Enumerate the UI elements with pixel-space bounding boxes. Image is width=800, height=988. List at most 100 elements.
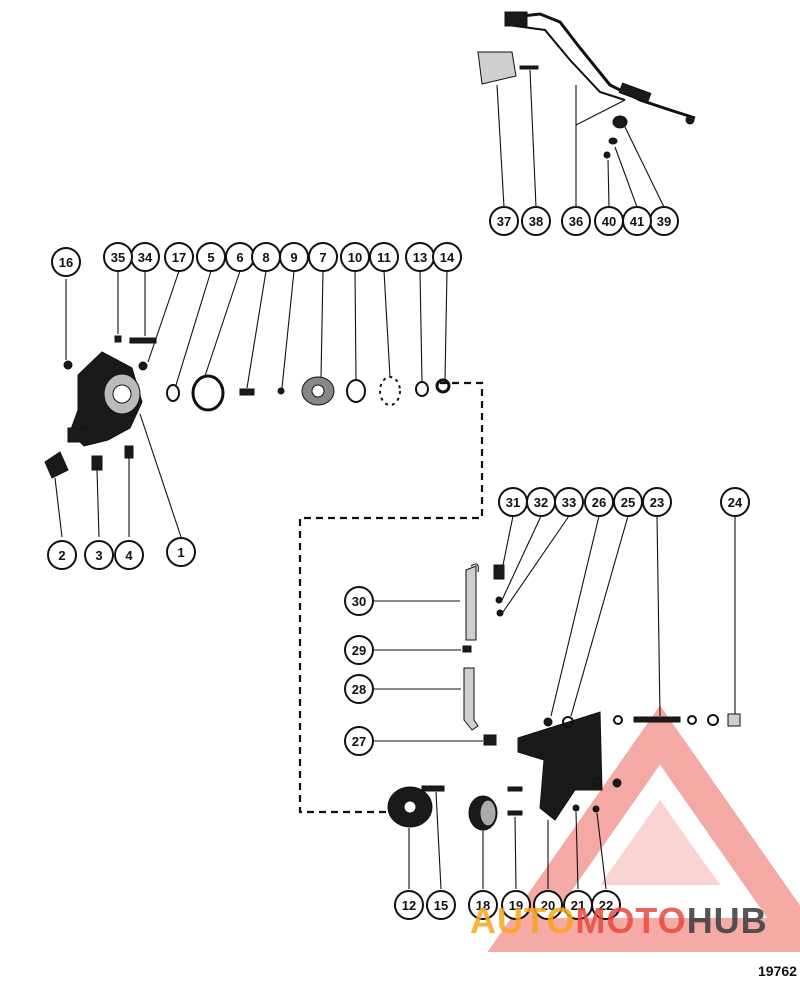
callout-31: 31 [498, 487, 528, 517]
callout-label: 23 [650, 495, 664, 510]
callout-18: 18 [468, 890, 498, 920]
callout-11: 11 [369, 242, 399, 272]
watermark-part-moto: MOTO [575, 900, 687, 941]
callout-circle [489, 206, 519, 236]
callout-label: 18 [476, 898, 490, 913]
callout-label: 39 [657, 214, 671, 229]
callout-24: 24 [720, 487, 750, 517]
callout-label: 15 [434, 898, 448, 913]
callout-33: 33 [554, 487, 584, 517]
callout-27: 27 [344, 726, 374, 756]
callout-circle [51, 247, 81, 277]
wire-harness-assembly [477, 11, 696, 159]
callout-17: 17 [164, 242, 194, 272]
callout-14: 14 [432, 242, 462, 272]
watermark-part-auto: AUTO [470, 900, 576, 941]
callout-circle [164, 242, 194, 272]
callout-label: 5 [207, 250, 214, 265]
callout-22: 22 [591, 890, 621, 920]
callout-label: 2 [58, 548, 65, 563]
callout-29: 29 [344, 635, 374, 665]
callout-37: 37 [489, 206, 519, 236]
callout-label: 12 [402, 898, 416, 913]
callout-circle [344, 726, 374, 756]
callout-label: 3 [95, 548, 102, 563]
callout-label: 21 [571, 898, 585, 913]
callout-label: 28 [352, 682, 366, 697]
callout-circle [501, 890, 531, 920]
callout-23: 23 [642, 487, 672, 517]
callout-circle [166, 537, 196, 567]
lever-linkage-assembly [387, 563, 741, 831]
callout-circle [344, 674, 374, 704]
callout-2: 2 [47, 540, 77, 570]
callout-circle [622, 206, 652, 236]
callout-label: 26 [592, 495, 606, 510]
callout-label: 14 [440, 250, 455, 265]
callout-12: 12 [394, 890, 424, 920]
callout-39: 39 [649, 206, 679, 236]
callout-label: 34 [138, 250, 153, 265]
callout-label: 38 [529, 214, 543, 229]
callout-label: 41 [630, 214, 644, 229]
callout-36: 36 [561, 206, 591, 236]
callout-label: 7 [319, 250, 326, 265]
callout-9: 9 [279, 242, 309, 272]
callout-34: 34 [130, 242, 160, 272]
callout-circle [561, 206, 591, 236]
callout-circle [591, 890, 621, 920]
callout-circle [468, 890, 498, 920]
callout-label: 8 [262, 250, 269, 265]
callout-label: 40 [602, 214, 616, 229]
callout-circle [554, 487, 584, 517]
callout-circle [426, 890, 456, 920]
callout-8: 8 [251, 242, 281, 272]
callout-label: 24 [728, 495, 743, 510]
callout-28: 28 [344, 674, 374, 704]
callout-label: 29 [352, 643, 366, 658]
callout-label: 27 [352, 734, 366, 749]
callout-circle [344, 586, 374, 616]
callout-circle [394, 890, 424, 920]
callout-1: 1 [166, 537, 196, 567]
callout-label: 37 [497, 214, 511, 229]
callout-label: 22 [599, 898, 613, 913]
callout-circle [344, 635, 374, 665]
callout-5: 5 [196, 242, 226, 272]
callout-label: 35 [111, 250, 125, 265]
callout-circle [279, 242, 309, 272]
leader-lines [54, 69, 736, 890]
callout-label: 30 [352, 594, 366, 609]
callout-circle [533, 890, 563, 920]
watermark-text: AUTOMOTOHUB [470, 900, 768, 942]
callout-15: 15 [426, 890, 456, 920]
callout-label: 17 [172, 250, 186, 265]
callout-26: 26 [584, 487, 614, 517]
callout-label: 11 [377, 250, 391, 265]
callout-label: 33 [562, 495, 576, 510]
callout-13: 13 [405, 242, 435, 272]
callout-circle [369, 242, 399, 272]
callout-label: 1 [177, 545, 184, 560]
callout-20: 20 [533, 890, 563, 920]
callout-32: 32 [526, 487, 556, 517]
callout-19: 19 [501, 890, 531, 920]
callout-7: 7 [308, 242, 338, 272]
callout-10: 10 [340, 242, 370, 272]
callout-label: 19 [509, 898, 523, 913]
callout-circle [114, 540, 144, 570]
callout-circle [432, 242, 462, 272]
callout-label: 31 [506, 495, 520, 510]
callout-label: 36 [569, 214, 583, 229]
callout-label: 6 [236, 250, 243, 265]
callout-30: 30 [344, 586, 374, 616]
pump-body-assembly [44, 335, 451, 479]
callout-label: 10 [348, 250, 362, 265]
callout-4: 4 [114, 540, 144, 570]
callout-circle [103, 242, 133, 272]
callout-6: 6 [225, 242, 255, 272]
callout-circle [720, 487, 750, 517]
callout-label: 20 [541, 898, 555, 913]
